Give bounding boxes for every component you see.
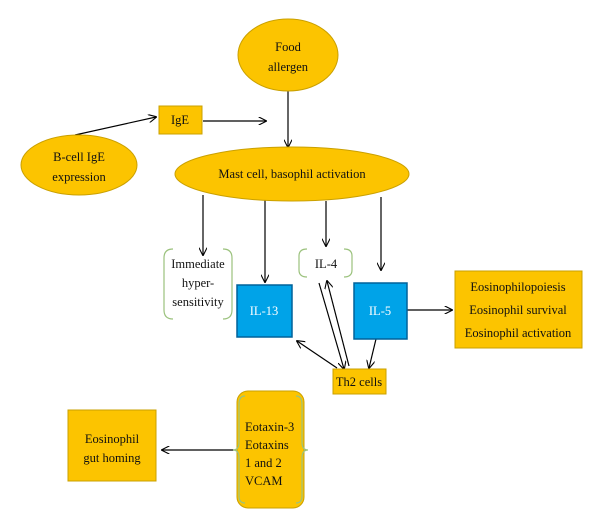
mast-cell-shape [174, 146, 410, 202]
th2-shape [332, 368, 387, 395]
eosinophil-effects-label-1: Eosinophilopoiesis [470, 280, 565, 294]
food-allergen-node: Food allergen [237, 18, 339, 92]
bcell-label-1: B-cell IgE [53, 150, 105, 164]
immediate-label-1: Immediate [171, 257, 225, 271]
immediate-left-bracket [163, 248, 174, 320]
eosinophil-effects-label-3: Eosinophil activation [465, 326, 572, 340]
gut-homing-label-2: gut homing [83, 451, 141, 465]
arrow-bcell-to-ige [74, 117, 156, 136]
eosinophil-effects-shape [454, 270, 583, 349]
mast-cell-node: Mast cell, basophil activation [174, 146, 410, 202]
food-allergen-label-2: allergen [268, 60, 309, 74]
eotaxin-right-bracket [295, 395, 309, 504]
ige-label: IgE [171, 113, 189, 127]
eotaxin-node: Eotaxin-3 Eotaxins 1 and 2 VCAM [232, 390, 309, 509]
eotaxin-label-4: VCAM [245, 474, 283, 488]
gut-homing-label-1: Eosinophil [85, 432, 140, 446]
th2-cells-node: Th2 cells [332, 368, 387, 395]
eosinophil-effects-label-2: Eosinophil survival [469, 303, 567, 317]
eotaxin-label-3: 1 and 2 [245, 456, 282, 470]
eotaxin-shape [236, 390, 305, 509]
ige-node: IgE [158, 105, 203, 135]
arrow-il4-to-th2 [318, 282, 344, 369]
eotaxin-label-1: Eotaxin-3 [245, 420, 294, 434]
arrow-il5-to-th2 [369, 338, 377, 368]
il5-node: IL-5 [353, 282, 408, 340]
immediate-hypersensitivity-node: Immediate hyper- sensitivity [163, 248, 233, 320]
il4-right-bracket [343, 248, 353, 278]
immediate-label-3: sensitivity [172, 295, 224, 309]
immediate-right-bracket [222, 248, 233, 320]
eosinophil-effects-node: Eosinophilopoiesis Eosinophil survival E… [454, 270, 583, 349]
il13-shape [236, 284, 293, 338]
eotaxin-left-bracket [232, 395, 246, 504]
il5-shape [353, 282, 408, 340]
gut-homing-node: Eosinophil gut homing [67, 409, 157, 482]
bcell-label-2: expression [52, 170, 106, 184]
mast-cell-label: Mast cell, basophil activation [218, 167, 366, 181]
gut-homing-shape [67, 409, 157, 482]
immediate-label-2: hyper- [182, 276, 214, 290]
il13-label: IL-13 [250, 304, 278, 318]
th2-label: Th2 cells [336, 375, 382, 389]
eotaxin-label-2: Eotaxins [245, 438, 289, 452]
il4-node: IL-4 [298, 248, 353, 278]
bcell-node: B-cell IgE expression [20, 134, 138, 196]
food-allergen-shape [237, 18, 339, 92]
il4-left-bracket [298, 248, 308, 278]
ige-shape [158, 105, 203, 135]
food-allergen-label-1: Food [275, 40, 301, 54]
arrow-th2-to-il13 [297, 341, 338, 369]
connectors [74, 89, 452, 450]
il5-label: IL-5 [369, 304, 391, 318]
il4-label: IL-4 [315, 257, 338, 271]
arrow-th2-to-il4 [327, 281, 350, 367]
il13-node: IL-13 [236, 284, 293, 338]
bcell-shape [20, 134, 138, 196]
